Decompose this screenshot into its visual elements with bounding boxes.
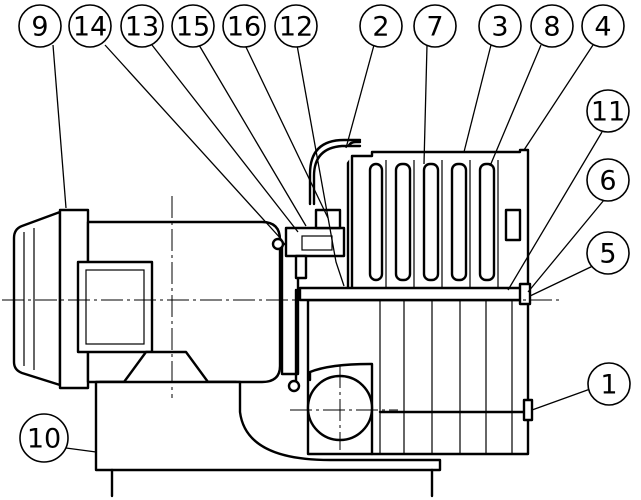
callout-label: 7 [426,12,443,43]
callout-16: 16 [222,4,266,48]
callout-14: 14 [68,4,112,48]
callout-label: 15 [176,12,210,43]
callout-10: 10 [19,413,69,463]
callout-label: 5 [599,239,616,270]
callout-label: 12 [279,12,313,43]
callout-1: 1 [587,362,631,406]
callout-label: 6 [599,166,616,197]
callout-7: 7 [413,4,457,48]
callout-8: 8 [530,4,574,48]
callout-label: 10 [27,424,61,455]
callout-label: 13 [125,12,159,43]
callout-15: 15 [171,4,215,48]
callout-2: 2 [359,4,403,48]
base-frame [94,380,442,498]
callout-3: 3 [478,4,522,48]
center-lines [2,196,560,450]
callout-label: 1 [600,370,617,401]
callout-5: 5 [586,231,630,275]
callout-label: 3 [491,12,508,43]
impeller-stages-lower [378,300,530,454]
callout-label: 14 [73,12,107,43]
callout-9: 9 [18,4,62,48]
callout-label: 11 [591,97,625,128]
callout-label: 8 [543,12,560,43]
callout-11: 11 [586,89,630,133]
callout-6: 6 [586,158,630,202]
callout-13: 13 [120,4,164,48]
callout-4: 4 [581,4,625,48]
callout-label: 9 [31,12,48,43]
callout-label: 2 [372,12,389,43]
callout-label: 16 [227,12,261,43]
callout-label: 4 [594,12,611,43]
electric-motor [12,208,300,390]
callout-12: 12 [274,4,318,48]
leader-lines [52,44,605,453]
impeller-stages-upper [368,160,522,294]
